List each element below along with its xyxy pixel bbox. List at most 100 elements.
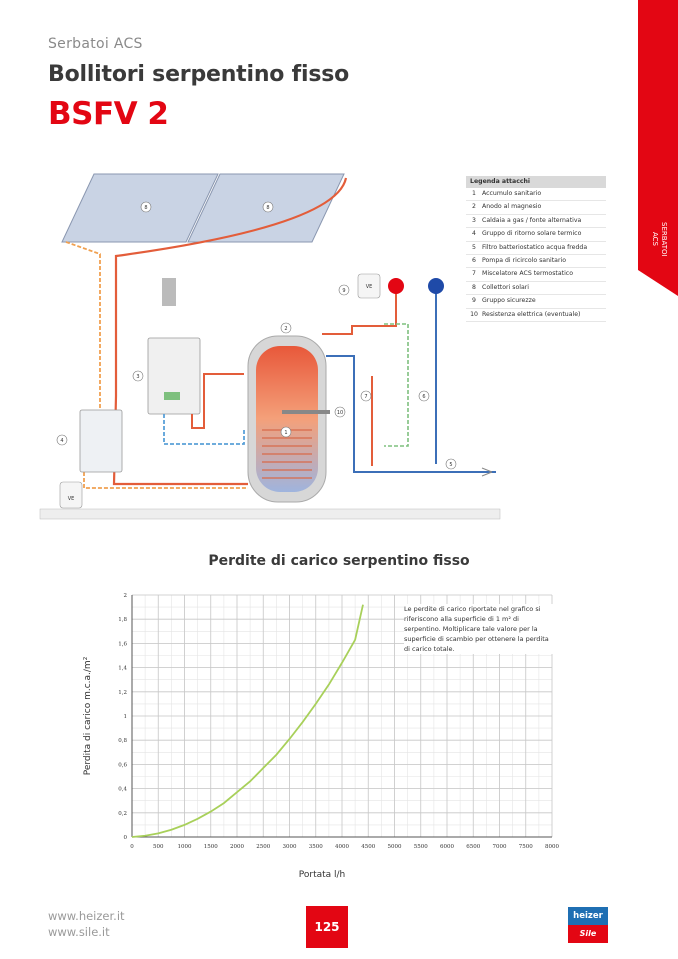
legend-row: 1 Accumulo sanitario: [466, 188, 606, 202]
cold-outlet-icon: [428, 278, 444, 294]
hot-pipe-stub: [326, 316, 354, 356]
x-tick-label: 5500: [414, 844, 428, 850]
solar-collectors: [61, 173, 345, 243]
y-tick-label: 1,4: [118, 666, 127, 672]
boiler-flue: [162, 278, 176, 306]
legend-row-text: Gruppo di ritorno solare termico: [482, 230, 582, 238]
callout-5: 5: [449, 462, 452, 468]
legend-row-text: Miscelatore ACS termostatico: [482, 270, 573, 278]
callout-2: 2: [284, 326, 287, 332]
legend-row-number: 4: [472, 230, 476, 238]
x-tick-label: 2000: [230, 844, 244, 850]
vessel-label-1: VE: [68, 496, 75, 502]
callout-6: 6: [422, 394, 425, 400]
page-number: 125: [306, 906, 348, 948]
x-tick-label: 6000: [440, 844, 454, 850]
inlet-arrow-icon: [481, 467, 493, 477]
brand-logo: heizer Sile: [568, 907, 608, 943]
storage-tank-water: [256, 346, 318, 492]
series-line-0: [131, 604, 364, 838]
legend-row-number: 5: [472, 243, 476, 251]
chart-note: Le perdite di carico riportate nel grafi…: [404, 604, 554, 654]
legend-row-text: Collettori solari: [482, 283, 530, 291]
x-tick-label: 7500: [519, 844, 533, 850]
floor: [39, 508, 501, 520]
x-tick-label: 4500: [361, 844, 375, 850]
legend-row: 4 Gruppo di ritorno solare termico: [466, 228, 606, 242]
legend-row: 8 Collettori solari: [466, 282, 606, 296]
legend-row-number: 6: [472, 256, 476, 264]
y-tick-label: 0,8: [118, 738, 127, 744]
solar-group: [79, 409, 123, 473]
hot-water-pipe: [322, 284, 397, 335]
legend-row-number: 8: [472, 283, 476, 291]
chart-title: Perdite di carico serpentino fisso: [208, 553, 470, 569]
callout-1: 1: [284, 430, 287, 436]
section-tab-label: SERBATOI ACS: [650, 222, 668, 257]
x-tick-label: 3000: [283, 844, 297, 850]
legend-row-text: Accumulo sanitario: [482, 190, 542, 197]
callout-10: 10: [337, 410, 343, 416]
link-heizer[interactable]: www.heizer.it: [48, 909, 125, 923]
callout-9: 9: [342, 288, 345, 294]
legend-row-text: Resistenza elettrica (eventuale): [482, 310, 581, 318]
y-tick-label: 1,6: [118, 641, 127, 647]
callout-3: 3: [136, 374, 139, 380]
y-tick-label: 0: [124, 835, 128, 841]
solar-flow-pipe: [112, 177, 348, 486]
boiler: [147, 337, 201, 415]
legend-row-text: Gruppo sicurezze: [482, 297, 536, 305]
y-tick-label: 2: [124, 593, 128, 599]
model-name: BSFV 2: [48, 96, 169, 132]
logo-sile: Sile: [568, 925, 608, 943]
hot-outlet-icon: [388, 278, 404, 294]
legend-row-text: Caldaia a gas / fonte alternativa: [482, 216, 582, 224]
x-tick-label: 1000: [178, 844, 192, 850]
x-tick-label: 1500: [204, 844, 218, 850]
expansion-vessel-solar: [59, 481, 83, 509]
x-tick-label: 6500: [466, 844, 480, 850]
page-title: Bollitori serpentino fisso: [48, 62, 350, 87]
legend-row-text: Filtro batteriostatico acqua fredda: [482, 243, 588, 251]
y-tick-label: 0,6: [118, 762, 127, 768]
x-tick-label: 0: [130, 844, 134, 850]
y-tick-label: 1: [124, 714, 128, 720]
y-tick-label: 0,2: [118, 811, 127, 817]
boiler-flow-pipe: [191, 373, 244, 429]
legend-title: Legenda attacchi: [466, 176, 606, 188]
y-tick-label: 0,4: [118, 787, 127, 793]
y-tick-label: 1,2: [118, 690, 127, 696]
x-tick-label: 7000: [493, 844, 507, 850]
x-tick-label: 8000: [545, 844, 559, 850]
x-tick-label: 500: [153, 844, 164, 850]
link-sile[interactable]: www.sile.it: [48, 925, 110, 939]
category-label: Serbatoi ACS: [48, 36, 143, 52]
logo-heizer: heizer: [568, 907, 608, 925]
x-tick-label: 4000: [335, 844, 349, 850]
y-axis-label: Perdita di carico m.c.a./m²: [83, 656, 93, 775]
section-tab-shape: [638, 0, 678, 296]
x-tick-label: 2500: [256, 844, 270, 850]
x-tick-label: 3500: [309, 844, 323, 850]
section-tab-label-1: SERBATOI: [660, 222, 668, 257]
x-axis-label: Portata l/h: [299, 870, 346, 880]
legend-row-number: 1: [472, 190, 476, 197]
x-tick-label: 5000: [388, 844, 402, 850]
footer-links: www.heizer.it www.sile.it: [48, 908, 125, 940]
expansion-vessel-sanitary: [357, 273, 381, 299]
boiler-return-pipe: [163, 414, 245, 445]
section-tab[interactable]: SERBATOI ACS: [638, 0, 678, 296]
vessel-label-2: VE: [366, 284, 373, 290]
y-tick-label: 1,8: [118, 617, 127, 623]
recirculation-pipe: [384, 323, 409, 447]
legend-row-text: Anodo al magnesio: [482, 203, 542, 211]
legend-row: 5 Filtro batteriostatico acqua fredda: [466, 242, 606, 255]
